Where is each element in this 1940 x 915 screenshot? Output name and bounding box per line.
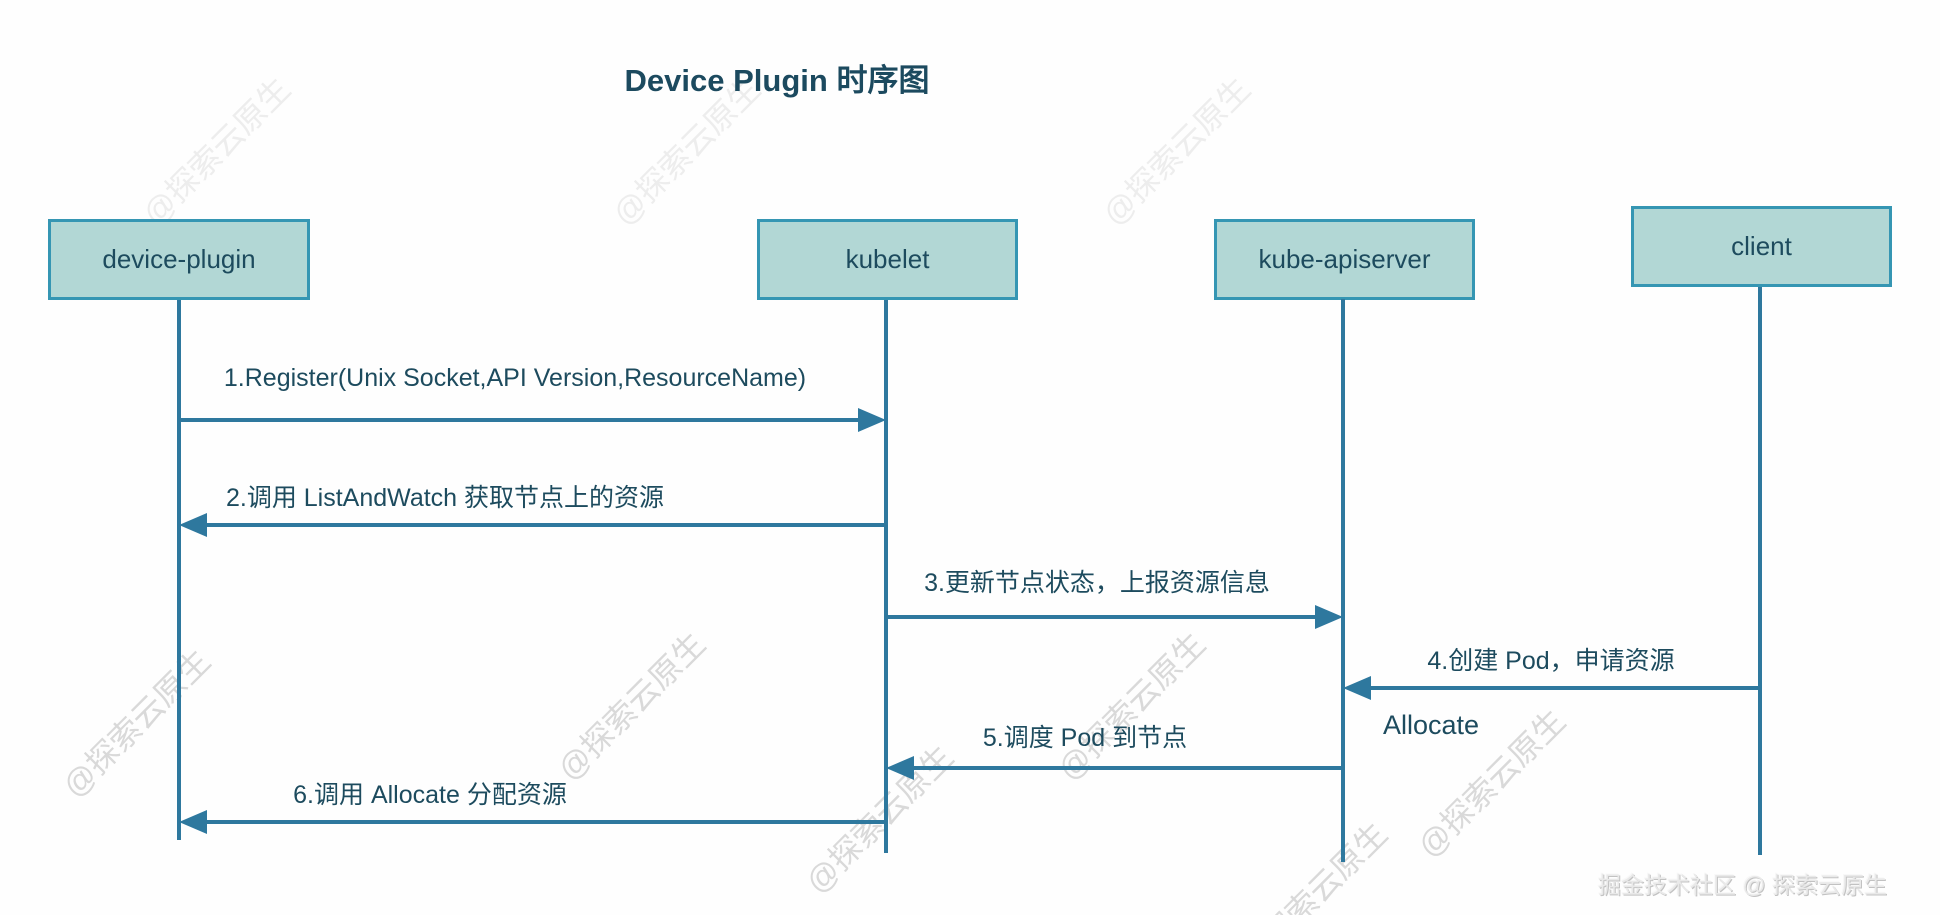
- message-2-arrow: [179, 513, 886, 537]
- diagram-title: Device Plugin 时序图: [624, 63, 930, 98]
- arrowhead-left-icon: [179, 810, 207, 834]
- arrowhead-left-icon: [886, 756, 914, 780]
- arrowhead-right-icon: [1315, 605, 1343, 629]
- arrow-line: [886, 615, 1319, 619]
- watermark-text: @探索云原生: [1095, 70, 1258, 233]
- watermark-text: @探索云原生: [55, 642, 218, 805]
- lifeline-device-plugin: [177, 300, 181, 840]
- participant-kube-apiserver: kube-apiserver: [1214, 219, 1475, 300]
- message-5-arrow: [886, 756, 1343, 780]
- message-6-label: 6.调用 Allocate 分配资源: [293, 781, 567, 809]
- arrow-line: [203, 523, 886, 527]
- watermark-text: @探索云原生: [550, 625, 713, 788]
- watermark-text: @探索云原生: [1232, 815, 1395, 915]
- arrow-line: [910, 766, 1343, 770]
- lifeline-kube-apiserver: [1341, 299, 1345, 862]
- arrowhead-left-icon: [1343, 676, 1371, 700]
- arrow-line: [203, 820, 886, 824]
- allocate-annotation: Allocate: [1383, 710, 1480, 740]
- arrowhead-left-icon: [179, 513, 207, 537]
- message-6-arrow: [179, 810, 886, 834]
- message-2-label: 2.调用 ListAndWatch 获取节点上的资源: [225, 484, 665, 512]
- arrow-line: [1367, 686, 1760, 690]
- message-1-arrow: [179, 408, 886, 432]
- arrow-line: [179, 418, 862, 422]
- arrowhead-right-icon: [858, 408, 886, 432]
- lifeline-kubelet: [884, 300, 888, 853]
- attribution-watermark: 掘金技术社区 @ 探索云原生: [1598, 872, 1888, 898]
- message-1-label: 1.Register(Unix Socket,API Version,Resou…: [223, 364, 807, 392]
- message-5-label: 5.调度 Pod 到节点: [982, 724, 1188, 752]
- message-4-arrow: [1343, 676, 1760, 700]
- lifeline-client: [1758, 287, 1762, 855]
- message-4-label: 4.创建 Pod，申请资源: [1427, 647, 1675, 675]
- participant-kubelet: kubelet: [757, 219, 1018, 300]
- participant-client: client: [1631, 206, 1892, 287]
- participant-device-plugin: device-plugin: [48, 219, 310, 300]
- watermark-text: @探索云原生: [135, 70, 298, 233]
- message-3-label: 3.更新节点状态，上报资源信息: [924, 569, 1270, 597]
- message-3-arrow: [886, 605, 1343, 629]
